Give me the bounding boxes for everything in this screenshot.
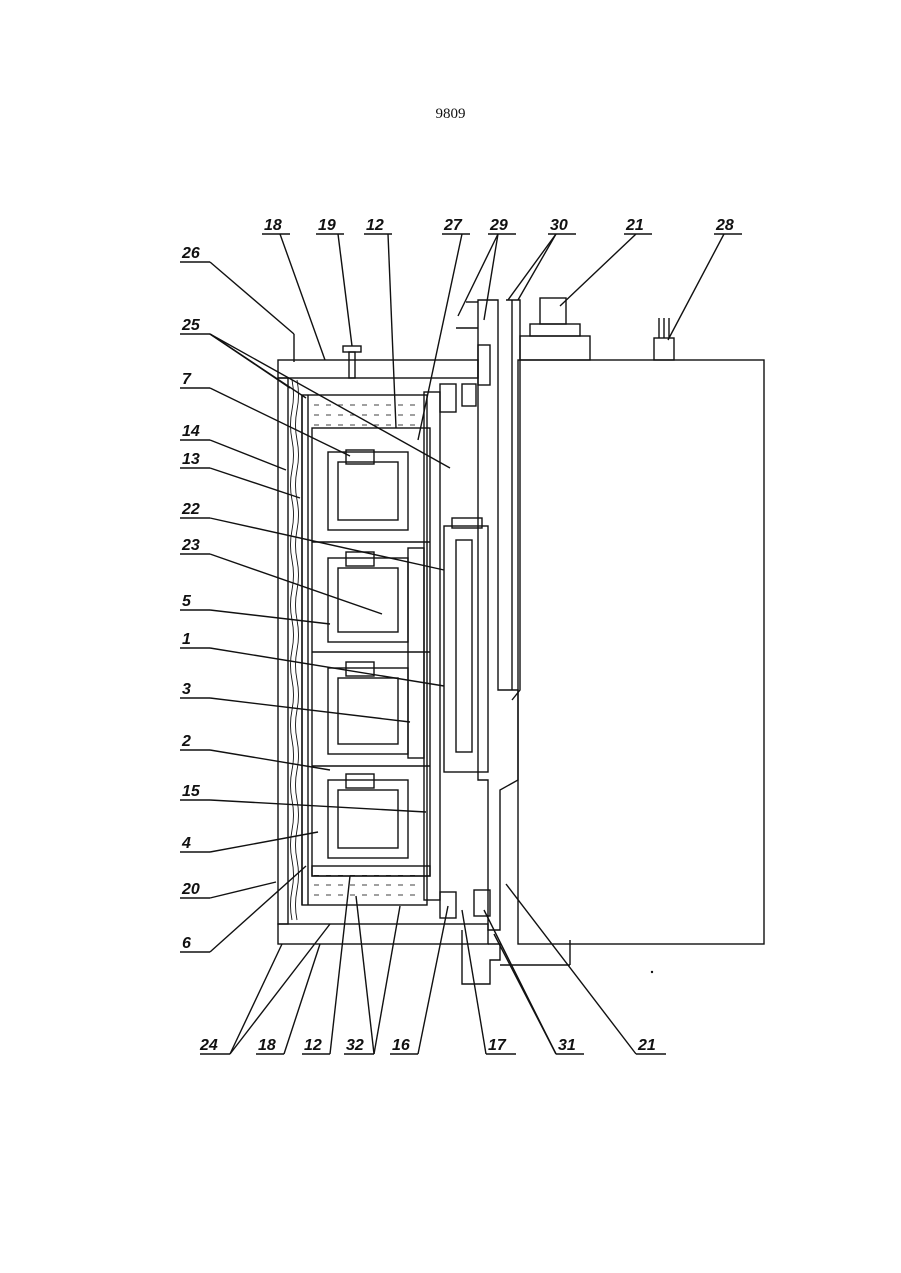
- label-6: 6: [182, 935, 191, 952]
- label-27: 27: [443, 217, 463, 234]
- label-2: 2: [181, 733, 191, 750]
- mount-blocks: [440, 384, 490, 918]
- label-21-bottom: 21: [637, 1037, 656, 1054]
- housing: [278, 345, 490, 944]
- label-21-top: 21: [625, 217, 644, 234]
- label-7: 7: [182, 371, 192, 388]
- label-23: 23: [181, 537, 200, 554]
- label-29: 29: [489, 217, 508, 234]
- external-unit: [518, 360, 764, 944]
- label-28: 28: [715, 217, 734, 234]
- label-3: 3: [182, 681, 191, 698]
- label-13: 13: [182, 451, 200, 468]
- label-15: 15: [182, 783, 201, 800]
- label-30: 30: [550, 217, 568, 234]
- label-22: 22: [181, 501, 200, 518]
- label-32: 32: [346, 1037, 364, 1054]
- right-flange: [456, 300, 570, 984]
- label-25: 25: [181, 317, 201, 334]
- label-26: 26: [181, 245, 200, 262]
- top-fitting: [520, 298, 590, 360]
- label-14: 14: [182, 423, 200, 440]
- label-4: 4: [181, 835, 191, 852]
- label-16: 16: [392, 1037, 410, 1054]
- part-labels: 18 19 12 27 29 30 21 28 26 25 7 14 13 22…: [181, 217, 734, 1054]
- label-31: 31: [558, 1037, 576, 1054]
- connector: [654, 318, 674, 360]
- leader-lines: [180, 234, 742, 1054]
- label-12-bottom: 12: [304, 1037, 322, 1054]
- label-24: 24: [199, 1037, 218, 1054]
- label-17: 17: [488, 1037, 507, 1054]
- label-5: 5: [182, 593, 192, 610]
- label-20: 20: [181, 881, 200, 898]
- stray-dot: [651, 971, 653, 973]
- label-12-top: 12: [366, 217, 384, 234]
- label-1: 1: [182, 631, 191, 648]
- label-18-top: 18: [264, 217, 282, 234]
- label-19: 19: [318, 217, 336, 234]
- label-18-bottom: 18: [258, 1037, 276, 1054]
- moving-element: [444, 518, 488, 772]
